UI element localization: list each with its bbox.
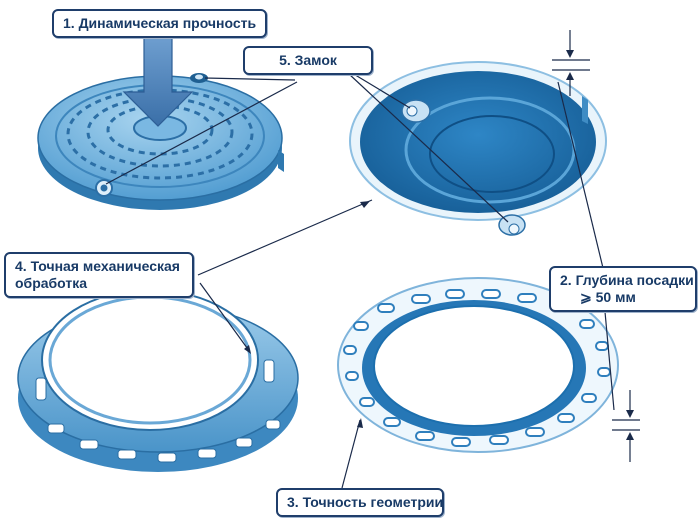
manhole-cover (37, 73, 284, 210)
leader-lines (105, 30, 640, 489)
label-lock-text: 5. Замок (279, 52, 337, 68)
label-lock: 5. Замок (243, 46, 373, 75)
arrowheads (244, 50, 634, 440)
label-machining: 4. Точная механическая обработка (4, 252, 194, 298)
label-dynamic-strength-text: 1. Динамическая прочность (63, 15, 257, 31)
underside-lock-bolt-top (401, 99, 431, 123)
label-seating-depth-line1: 2. Глубина посадки (560, 272, 694, 288)
cover-underside (349, 61, 607, 236)
seat-ring (337, 277, 619, 453)
label-machining-line2: обработка (15, 275, 88, 291)
label-seating-depth-line2: ⩾ 50 мм (580, 289, 636, 305)
dynamic-load-arrow (122, 35, 194, 127)
frame-ring (17, 289, 299, 472)
label-dynamic-strength: 1. Динамическая прочность (52, 9, 268, 38)
cover-lock-bolt (95, 179, 113, 197)
label-machining-line1: 4. Точная механическая (15, 258, 180, 274)
cover-lock-slot (190, 73, 208, 83)
label-geometry-accuracy-text: 3. Точность геометрии (287, 494, 444, 510)
label-geometry-accuracy: 3. Точность геометрии (276, 488, 444, 517)
label-seating-depth: 2. Глубина посадки ⩾ 50 мм (549, 266, 697, 312)
